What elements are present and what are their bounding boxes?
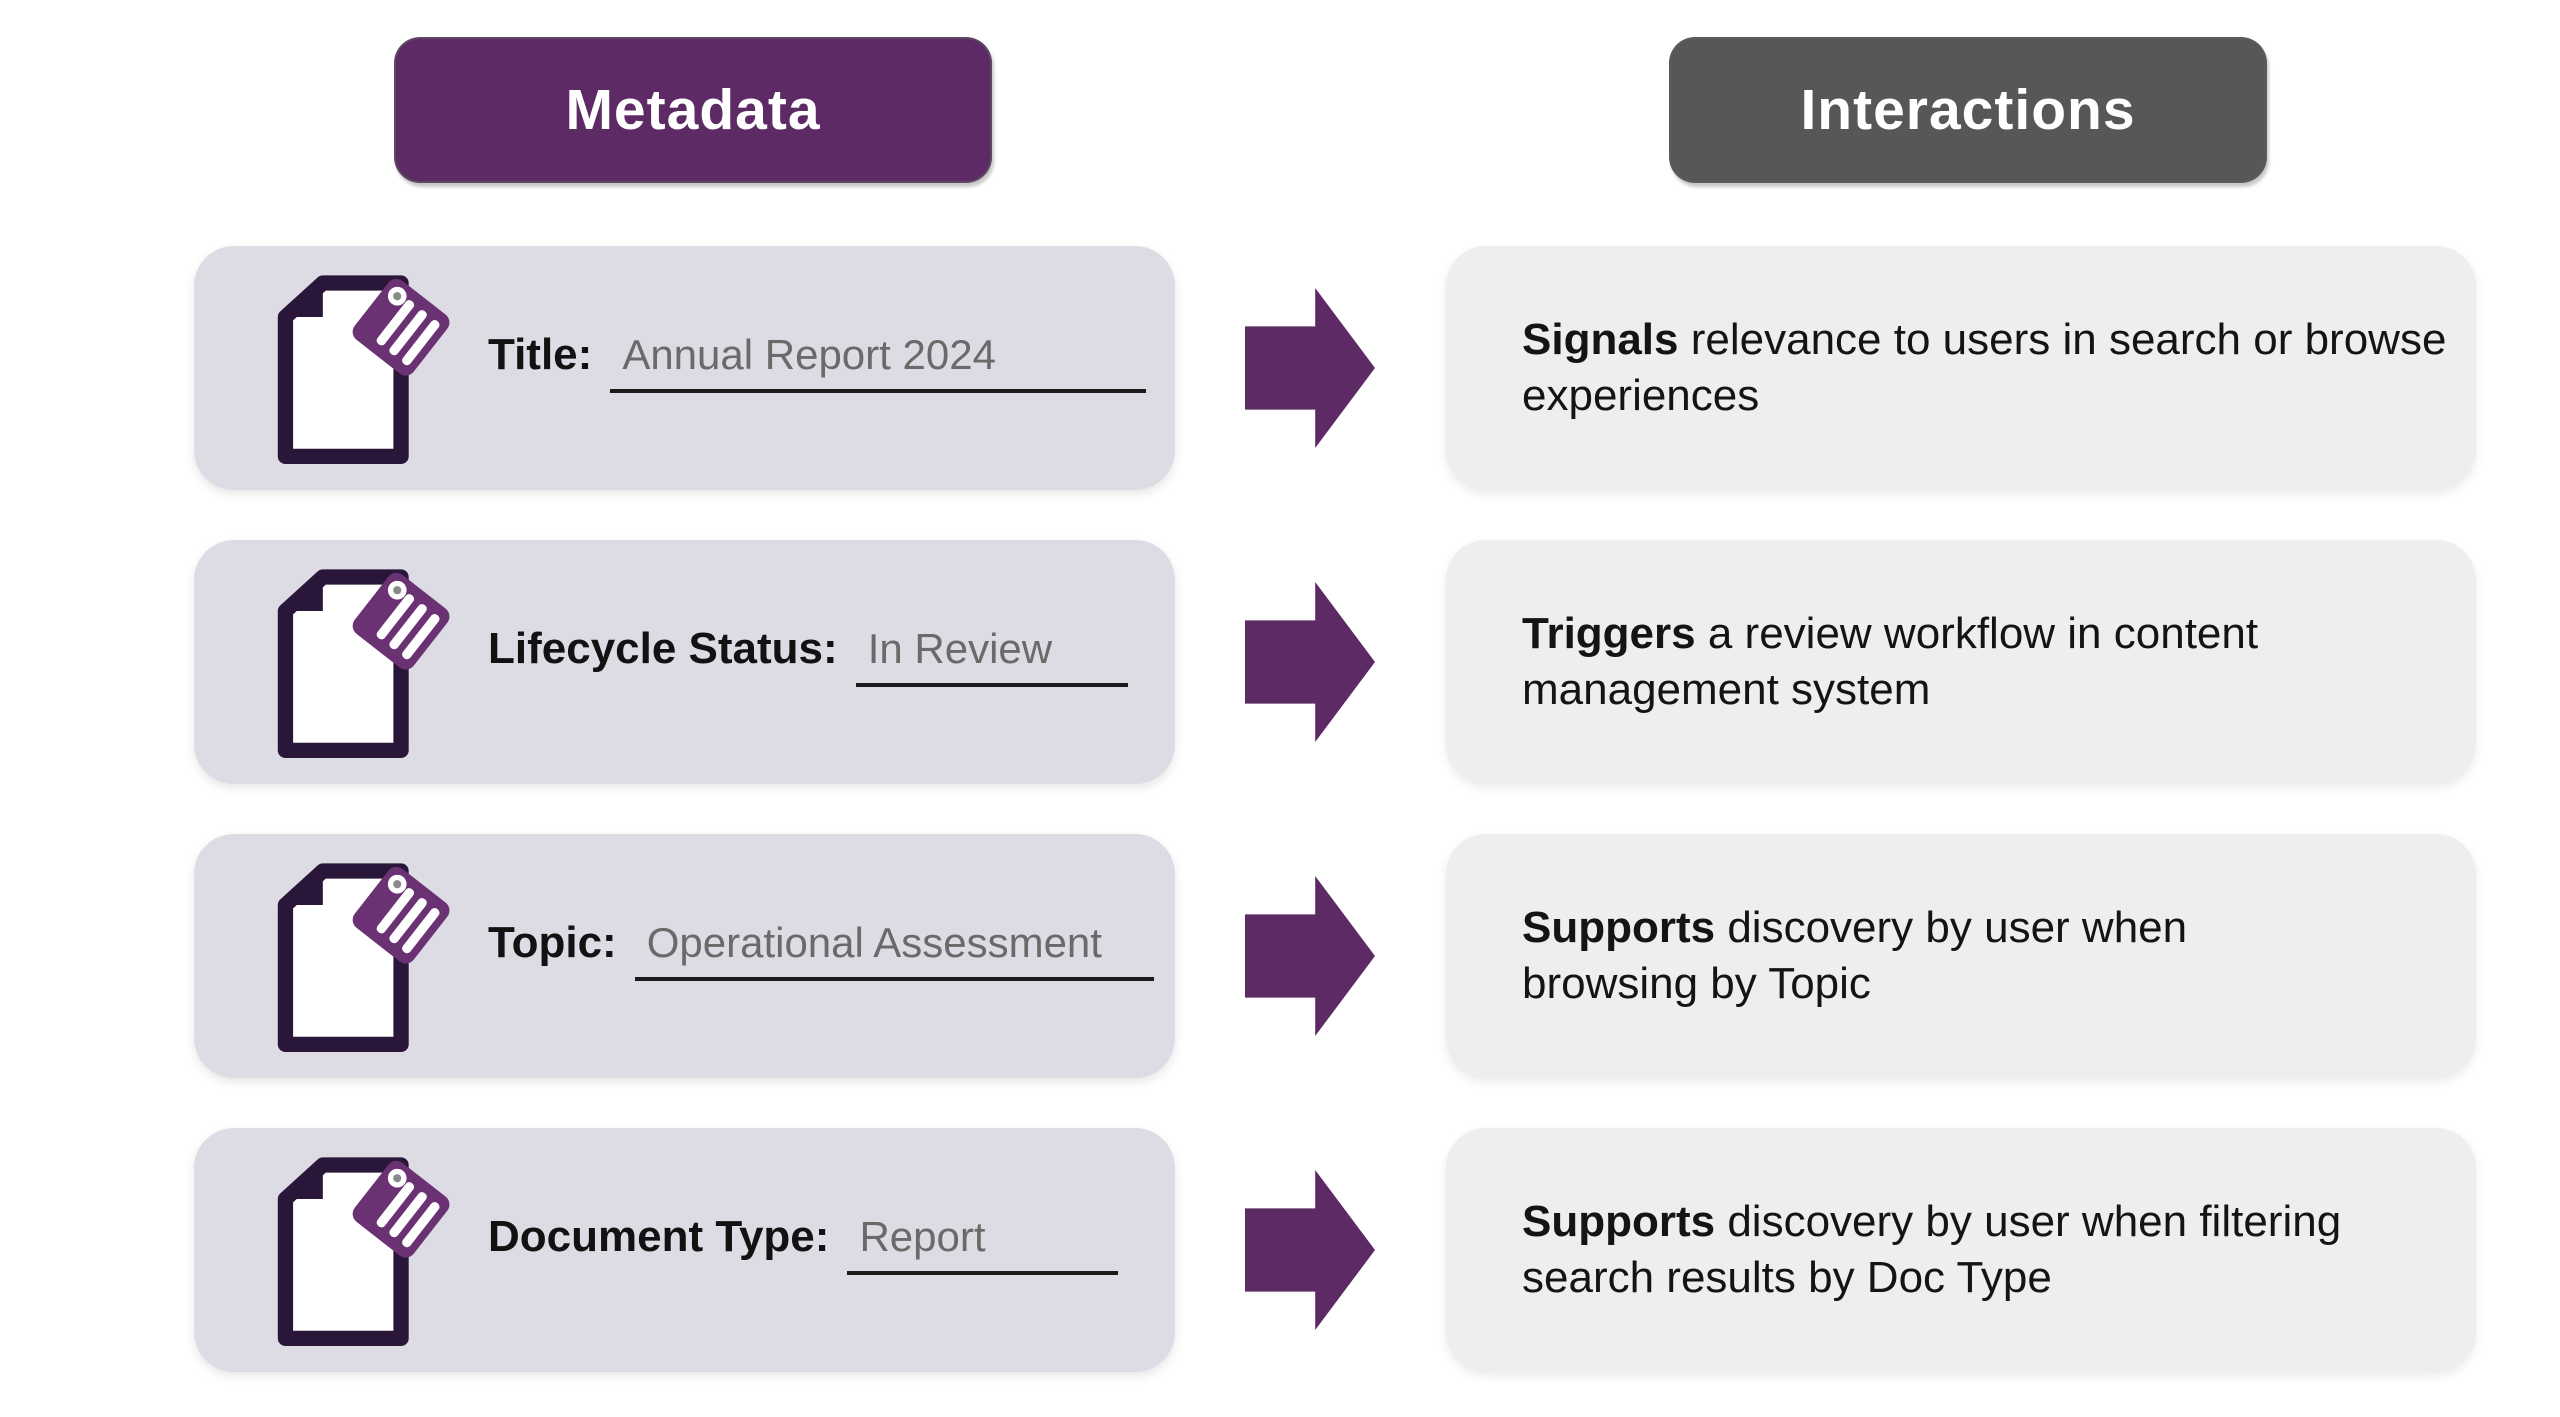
- metadata-field: Document Type: Report: [488, 1212, 1118, 1275]
- metadata-field: Title: Annual Report 2024: [488, 330, 1146, 393]
- row-title: Title: Annual Report 2024 Signals releva…: [194, 246, 2560, 490]
- row-document-type: Document Type: Report Supports discovery…: [194, 1128, 2560, 1372]
- field-label: Title:: [488, 329, 593, 379]
- document-tag-icon: [258, 266, 488, 470]
- document-tag-icon: [258, 854, 488, 1058]
- metadata-header-pill: Metadata: [394, 37, 992, 183]
- interaction-text: Triggers a review workflow in content ma…: [1522, 606, 2452, 718]
- interaction-keyword: Supports: [1522, 1197, 1716, 1246]
- diagram-rows: Title: Annual Report 2024 Signals releva…: [0, 246, 2560, 1372]
- interaction-card: Supports discovery by user when filterin…: [1446, 1128, 2476, 1372]
- interaction-card: Supports discovery by user when browsing…: [1446, 834, 2476, 1078]
- interaction-keyword: Signals: [1522, 315, 1679, 364]
- interaction-card: Triggers a review workflow in content ma…: [1446, 540, 2476, 784]
- interaction-card: Signals relevance to users in search or …: [1446, 246, 2476, 490]
- arrow-right-icon: [1245, 876, 1375, 1036]
- field-value: Operational Assessment: [634, 919, 1154, 981]
- document-tag-icon: [258, 560, 488, 764]
- metadata-card: Topic: Operational Assessment: [194, 834, 1175, 1078]
- interaction-description: discovery by user when browsing by Topic: [1522, 903, 2188, 1008]
- interactions-header-label: Interactions: [1800, 78, 2136, 142]
- field-label: Topic:: [488, 917, 617, 967]
- metadata-card: Document Type: Report: [194, 1128, 1175, 1372]
- diagram-canvas: { "headers": { "metadata": { "label": "M…: [0, 37, 2560, 1417]
- arrow-right-icon: [1245, 1170, 1375, 1330]
- field-label: Lifecycle Status:: [488, 623, 838, 673]
- interaction-text: Supports discovery by user when browsing…: [1522, 900, 2302, 1012]
- document-tag-icon: [258, 1148, 488, 1352]
- interaction-keyword: Triggers: [1522, 609, 1696, 658]
- interaction-keyword: Supports: [1522, 903, 1716, 952]
- arrow-right-icon: [1245, 288, 1375, 448]
- interaction-text: Signals relevance to users in search or …: [1522, 312, 2452, 424]
- row-topic: Topic: Operational Assessment Supports d…: [194, 834, 2560, 1078]
- field-value: Report: [847, 1213, 1118, 1275]
- interaction-description: relevance to users in search or browse e…: [1522, 315, 2447, 420]
- metadata-field: Topic: Operational Assessment: [488, 918, 1154, 981]
- row-lifecycle-status: Lifecycle Status: In Review Triggers a r…: [194, 540, 2560, 784]
- field-label: Document Type:: [488, 1211, 830, 1261]
- field-value: Annual Report 2024: [610, 331, 1146, 393]
- metadata-field: Lifecycle Status: In Review: [488, 623, 1129, 687]
- interactions-header-pill: Interactions: [1669, 37, 2267, 183]
- interaction-description: a review workflow in content management …: [1522, 609, 2259, 714]
- field-value: In Review: [855, 625, 1129, 687]
- interaction-text: Supports discovery by user when filterin…: [1522, 1194, 2392, 1306]
- column-headers: Metadata Interactions: [0, 37, 2560, 183]
- metadata-card: Title: Annual Report 2024: [194, 246, 1175, 490]
- metadata-card: Lifecycle Status: In Review: [194, 540, 1175, 784]
- interaction-description: discovery by user when filtering search …: [1522, 1197, 2342, 1302]
- arrow-right-icon: [1245, 582, 1375, 742]
- metadata-header-label: Metadata: [565, 78, 821, 142]
